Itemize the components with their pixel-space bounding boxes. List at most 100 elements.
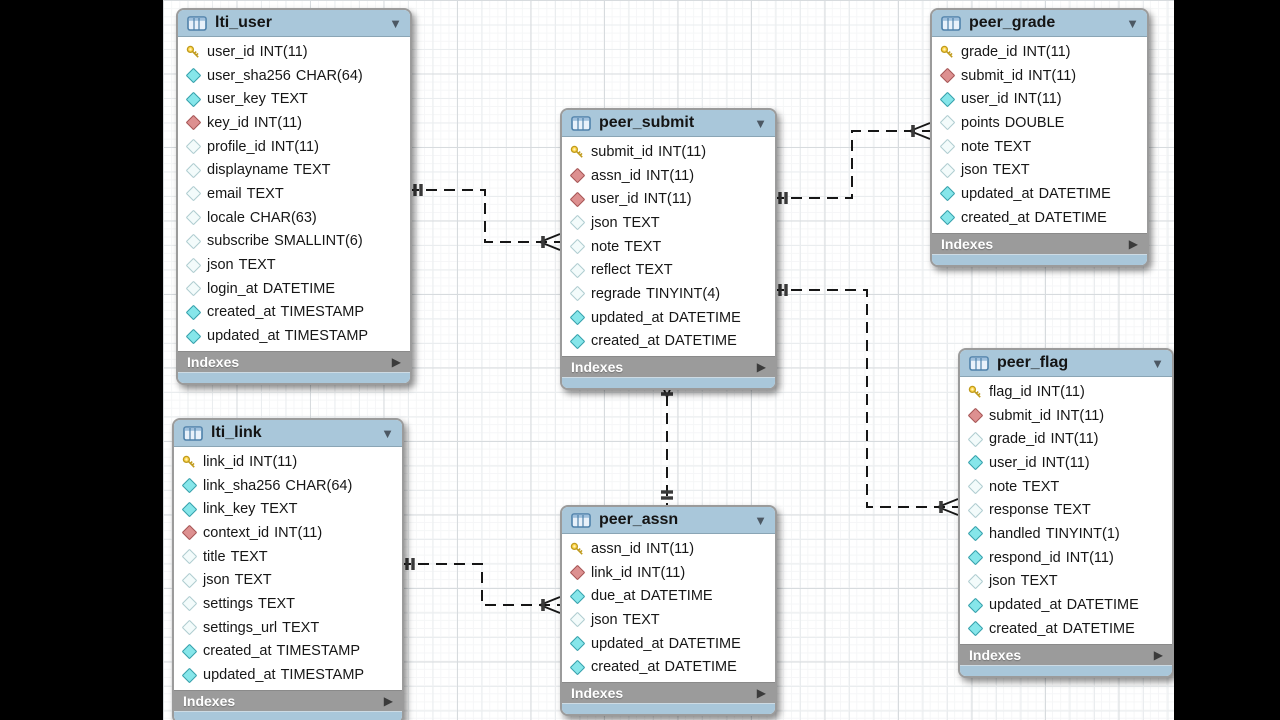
indexes-bar[interactable]: Indexes ▶ [178, 350, 410, 372]
column-row[interactable]: link_id INT(11) [174, 450, 402, 474]
table-header[interactable]: peer_assn ▼ [562, 507, 775, 534]
column-row[interactable]: created_at TIMESTAMP [174, 640, 402, 664]
column-row[interactable]: flag_id INT(11) [960, 380, 1172, 404]
column-row[interactable]: created_at DATETIME [562, 330, 775, 354]
collapse-triangle-icon[interactable]: ▼ [754, 512, 767, 528]
expand-arrow-icon[interactable]: ▶ [756, 360, 766, 375]
column-row[interactable]: subscribe SMALLINT(6) [178, 230, 410, 254]
column-row[interactable]: created_at DATETIME [932, 206, 1147, 230]
foreign-key-diamond-icon [569, 191, 585, 207]
relation-line-peer_submit-peer_grade[interactable] [773, 130, 930, 199]
column-row[interactable]: profile_id INT(11) [178, 135, 410, 159]
column-row[interactable]: user_id INT(11) [178, 40, 410, 64]
column-row[interactable]: updated_at DATETIME [562, 306, 775, 330]
column-name: settings_url [203, 619, 278, 636]
column-row[interactable]: email TEXT [178, 182, 410, 206]
column-row[interactable]: note TEXT [960, 475, 1172, 499]
column-row[interactable]: link_sha256 CHAR(64) [174, 474, 402, 498]
column-row[interactable]: points DOUBLE [932, 111, 1147, 135]
column-row[interactable]: json TEXT [178, 253, 410, 277]
table-lti_user[interactable]: lti_user ▼ user_id INT(11) user_sha256 C… [176, 8, 412, 385]
expand-arrow-icon[interactable]: ▶ [383, 693, 393, 708]
column-row[interactable]: user_id INT(11) [562, 187, 775, 211]
nullable-diamond-icon [181, 572, 197, 589]
column-row[interactable]: updated_at TIMESTAMP [178, 324, 410, 348]
column-row[interactable]: updated_at TIMESTAMP [174, 663, 402, 687]
column-row[interactable]: submit_id INT(11) [960, 404, 1172, 428]
column-row[interactable]: regrade TINYINT(4) [562, 282, 775, 306]
column-row[interactable]: user_id INT(11) [932, 87, 1147, 111]
column-row[interactable]: handled TINYINT(1) [960, 522, 1172, 546]
collapse-triangle-icon[interactable]: ▼ [1151, 355, 1164, 371]
collapse-triangle-icon[interactable]: ▼ [1126, 15, 1139, 31]
column-row[interactable]: updated_at DATETIME [932, 182, 1147, 206]
column-row[interactable]: link_id INT(11) [562, 561, 775, 585]
expand-arrow-icon[interactable]: ▶ [1153, 647, 1163, 662]
column-row[interactable]: user_id INT(11) [960, 451, 1172, 475]
column-row[interactable]: assn_id INT(11) [562, 164, 775, 188]
column-row[interactable]: link_key TEXT [174, 497, 402, 521]
column-row[interactable]: user_sha256 CHAR(64) [178, 64, 410, 88]
indexes-bar[interactable]: Indexes ▶ [562, 682, 775, 704]
column-row[interactable]: created_at DATETIME [562, 655, 775, 679]
indexes-bar[interactable]: Indexes ▶ [960, 643, 1172, 665]
table-header[interactable]: lti_user ▼ [178, 10, 410, 37]
indexes-bar[interactable]: Indexes ▶ [174, 689, 402, 711]
column-row[interactable]: login_at DATETIME [178, 277, 410, 301]
column-row[interactable]: grade_id INT(11) [932, 40, 1147, 64]
column-row[interactable]: user_key TEXT [178, 87, 410, 111]
relation-line-lti_link-peer_assn[interactable] [400, 563, 560, 606]
column-row[interactable]: settings TEXT [174, 592, 402, 616]
table-peer_flag[interactable]: peer_flag ▼ flag_id INT(11) submit_id IN… [958, 348, 1174, 678]
column-row[interactable]: updated_at DATETIME [960, 593, 1172, 617]
table-title: peer_submit [599, 114, 695, 131]
column-row[interactable]: due_at DATETIME [562, 584, 775, 608]
column-row[interactable]: updated_at DATETIME [562, 632, 775, 656]
collapse-triangle-icon[interactable]: ▼ [754, 115, 767, 131]
relation-line-lti_user-peer_submit[interactable] [408, 189, 560, 243]
column-row[interactable]: grade_id INT(11) [960, 427, 1172, 451]
column-type: TEXT [1020, 573, 1058, 590]
table-header[interactable]: peer_submit ▼ [562, 110, 775, 137]
expand-arrow-icon[interactable]: ▶ [1128, 236, 1138, 251]
column-name: user_key [207, 91, 266, 108]
column-row[interactable]: created_at DATETIME [960, 617, 1172, 641]
table-lti_link[interactable]: lti_link ▼ link_id INT(11) link_sha256 C… [172, 418, 404, 720]
column-row[interactable]: created_at TIMESTAMP [178, 301, 410, 325]
column-row[interactable]: assn_id INT(11) [562, 537, 775, 561]
column-row[interactable]: submit_id INT(11) [562, 140, 775, 164]
column-row[interactable]: json TEXT [960, 570, 1172, 594]
column-row[interactable]: locale CHAR(63) [178, 206, 410, 230]
column-row[interactable]: reflect TEXT [562, 258, 775, 282]
column-row[interactable]: displayname TEXT [178, 158, 410, 182]
table-header[interactable]: peer_flag ▼ [960, 350, 1172, 377]
column-row[interactable]: context_id INT(11) [174, 521, 402, 545]
collapse-triangle-icon[interactable]: ▼ [389, 15, 402, 31]
column-row[interactable]: json TEXT [932, 158, 1147, 182]
table-peer_grade[interactable]: peer_grade ▼ grade_id INT(11) submit_id … [930, 8, 1149, 267]
table-peer_assn[interactable]: peer_assn ▼ assn_id INT(11) link_id INT(… [560, 505, 777, 717]
column-row[interactable]: title TEXT [174, 545, 402, 569]
column-row[interactable]: response TEXT [960, 498, 1172, 522]
relation-line-peer_submit-peer_flag[interactable] [773, 289, 958, 508]
expand-arrow-icon[interactable]: ▶ [756, 686, 766, 701]
indexes-bar[interactable]: Indexes ▶ [562, 356, 775, 378]
column-row[interactable]: respond_id INT(11) [960, 546, 1172, 570]
column-row[interactable]: json TEXT [562, 211, 775, 235]
expand-arrow-icon[interactable]: ▶ [391, 354, 401, 369]
column-type: DATETIME [1062, 620, 1135, 637]
column-row[interactable]: json TEXT [562, 608, 775, 632]
column-row[interactable]: note TEXT [562, 235, 775, 259]
collapse-triangle-icon[interactable]: ▼ [381, 425, 394, 441]
column-row[interactable]: note TEXT [932, 135, 1147, 159]
table-header[interactable]: lti_link ▼ [174, 420, 402, 447]
column-row[interactable]: key_id INT(11) [178, 111, 410, 135]
column-row[interactable]: settings_url TEXT [174, 616, 402, 640]
table-peer_submit[interactable]: peer_submit ▼ submit_id INT(11) assn_id … [560, 108, 777, 391]
table-header[interactable]: peer_grade ▼ [932, 10, 1147, 37]
diagram-canvas[interactable]: lti_user ▼ user_id INT(11) user_sha256 C… [163, 0, 1174, 720]
indexes-bar[interactable]: Indexes ▶ [932, 232, 1147, 254]
column-row[interactable]: submit_id INT(11) [932, 64, 1147, 88]
column-row[interactable]: json TEXT [174, 568, 402, 592]
notnull-diamond-icon [967, 549, 983, 566]
